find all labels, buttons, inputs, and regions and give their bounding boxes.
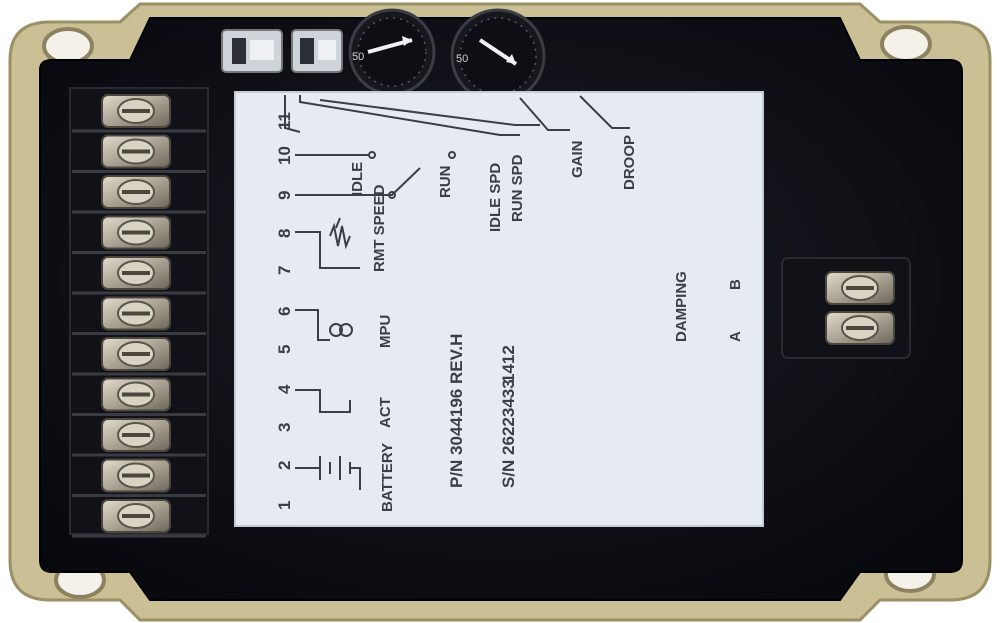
- screw-terminal-9[interactable]: [101, 418, 171, 452]
- label-droop: DROOP: [621, 135, 638, 190]
- terminal-number-7: 7: [275, 266, 294, 275]
- terminal-number-4: 4: [275, 384, 294, 394]
- dial-left-label: 50: [352, 51, 364, 63]
- label-a: A: [727, 331, 744, 342]
- potentiometer-right[interactable]: 50: [450, 8, 546, 104]
- terminal-number-9: 9: [275, 191, 294, 200]
- label-part-number: P/N 3044196 REV.H: [447, 334, 466, 488]
- terminal-number-5: 5: [275, 345, 294, 354]
- label-damping: DAMPING: [673, 271, 690, 342]
- terminal-number-8: 8: [275, 229, 294, 238]
- screw-terminal-7[interactable]: [101, 337, 171, 371]
- label-date-code: 1412: [499, 345, 518, 383]
- terminal-number-6: 6: [275, 307, 294, 316]
- dial-right-label: 50: [456, 53, 468, 65]
- label-run: RUN: [437, 166, 454, 199]
- screw-terminal-11[interactable]: [101, 499, 171, 533]
- screw-terminal-8[interactable]: [101, 377, 171, 412]
- label-serial-number: S/N 26223433: [499, 379, 518, 488]
- terminal-block-main: [69, 87, 209, 538]
- mounting-hole-top-left: [42, 27, 94, 65]
- terminal-number-1: 1: [275, 501, 294, 510]
- label-idle-spd: IDLE SPD: [487, 163, 504, 232]
- label-b: B: [727, 279, 744, 290]
- label-run-spd: RUN SPD: [509, 154, 526, 222]
- label-battery: BATTERY: [379, 443, 396, 512]
- terminal-block-damping: [781, 257, 911, 359]
- screw-terminal-5[interactable]: [101, 256, 171, 290]
- terminal-number-2: 2: [275, 461, 294, 470]
- dip-switches: [221, 29, 343, 73]
- screw-terminal-4[interactable]: [101, 215, 171, 250]
- label-rmt-speed: RMT SPEED: [371, 184, 388, 272]
- damping-terminal-b[interactable]: [825, 271, 895, 305]
- terminal-number-10: 10: [275, 146, 294, 165]
- screw-terminal-10[interactable]: [101, 458, 171, 493]
- terminal-number-3: 3: [275, 423, 294, 432]
- mounting-hole-top-right: [880, 25, 932, 63]
- potentiometer-left[interactable]: 50: [348, 8, 436, 96]
- terminal-number-11: 11: [275, 112, 294, 130]
- screw-terminal-3[interactable]: [101, 175, 171, 209]
- screw-terminal-1[interactable]: [101, 94, 171, 128]
- screw-terminal-2[interactable]: [101, 134, 171, 169]
- label-mpu: MPU: [377, 315, 394, 348]
- label-gain: GAIN: [569, 141, 586, 179]
- schematic-lines: [284, 95, 630, 490]
- damping-terminal-a[interactable]: [825, 311, 895, 345]
- label-idle: IDLE: [349, 162, 366, 196]
- screw-terminal-6[interactable]: [101, 296, 171, 331]
- label-act: ACT: [377, 397, 394, 428]
